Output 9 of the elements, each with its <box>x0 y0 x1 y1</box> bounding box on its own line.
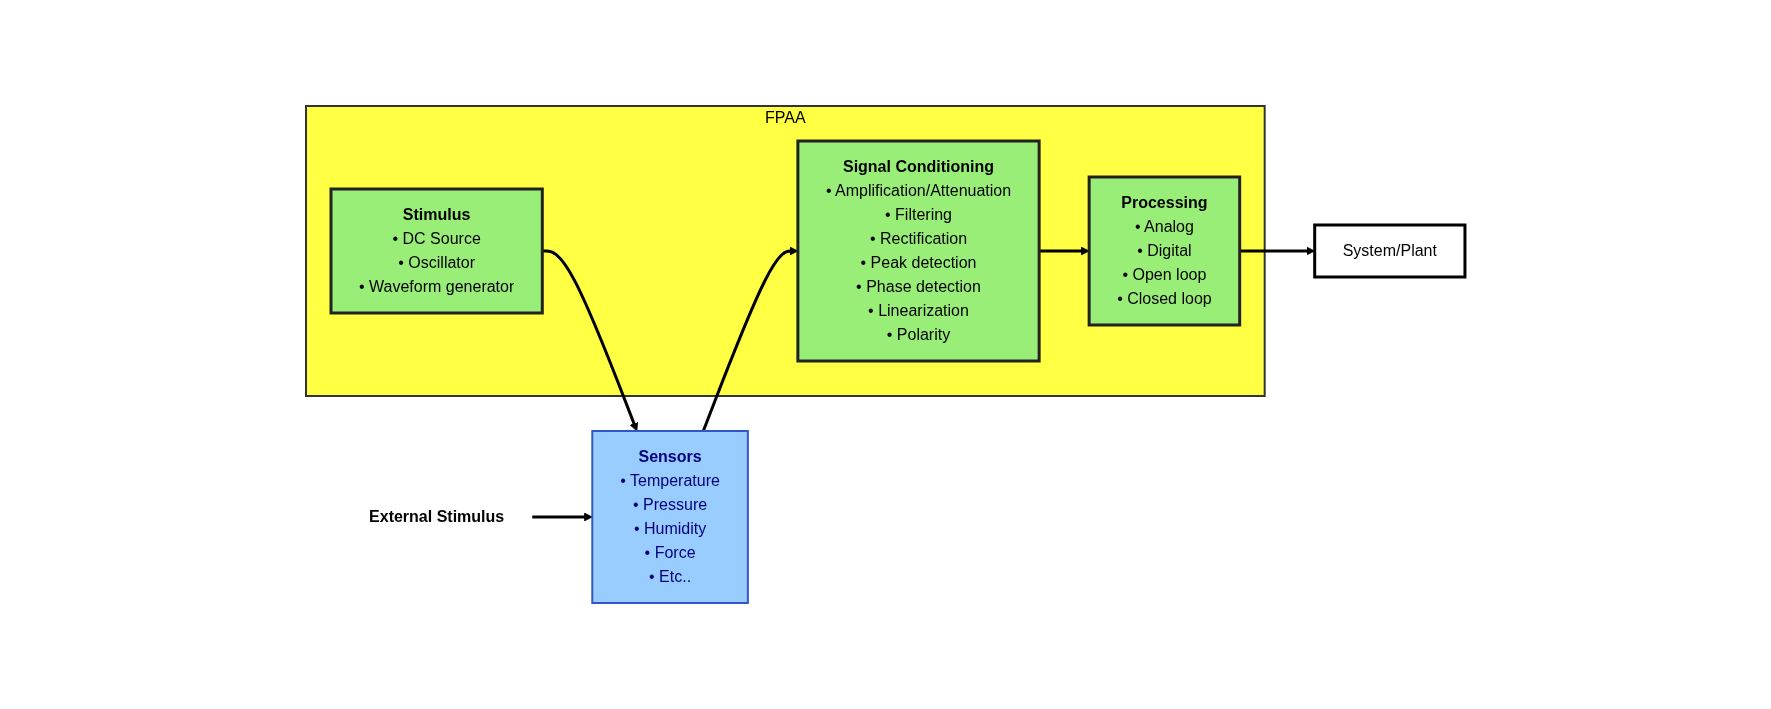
node-box: Signal Conditioning • Amplification/Attenuation • Filtering • Rectification • Peak detection • Phase detection • Linearization • Polarity <box>796 139 1041 363</box>
arrow <box>532 512 593 522</box>
node-box: Stimulus • DC Source • Oscillator • Waveform generator <box>329 187 544 315</box>
node-text: External Stimulus <box>369 508 505 525</box>
arrow <box>1039 246 1090 256</box>
node-box: Processing • Analog • Digital • Open loop • Closed loop <box>1087 175 1242 327</box>
node-box: System/Plant <box>1313 223 1467 279</box>
arrow <box>542 249 639 432</box>
node-box: Sensors • Temperature • Pressure • Humidity • Force • Etc.. <box>591 430 749 604</box>
